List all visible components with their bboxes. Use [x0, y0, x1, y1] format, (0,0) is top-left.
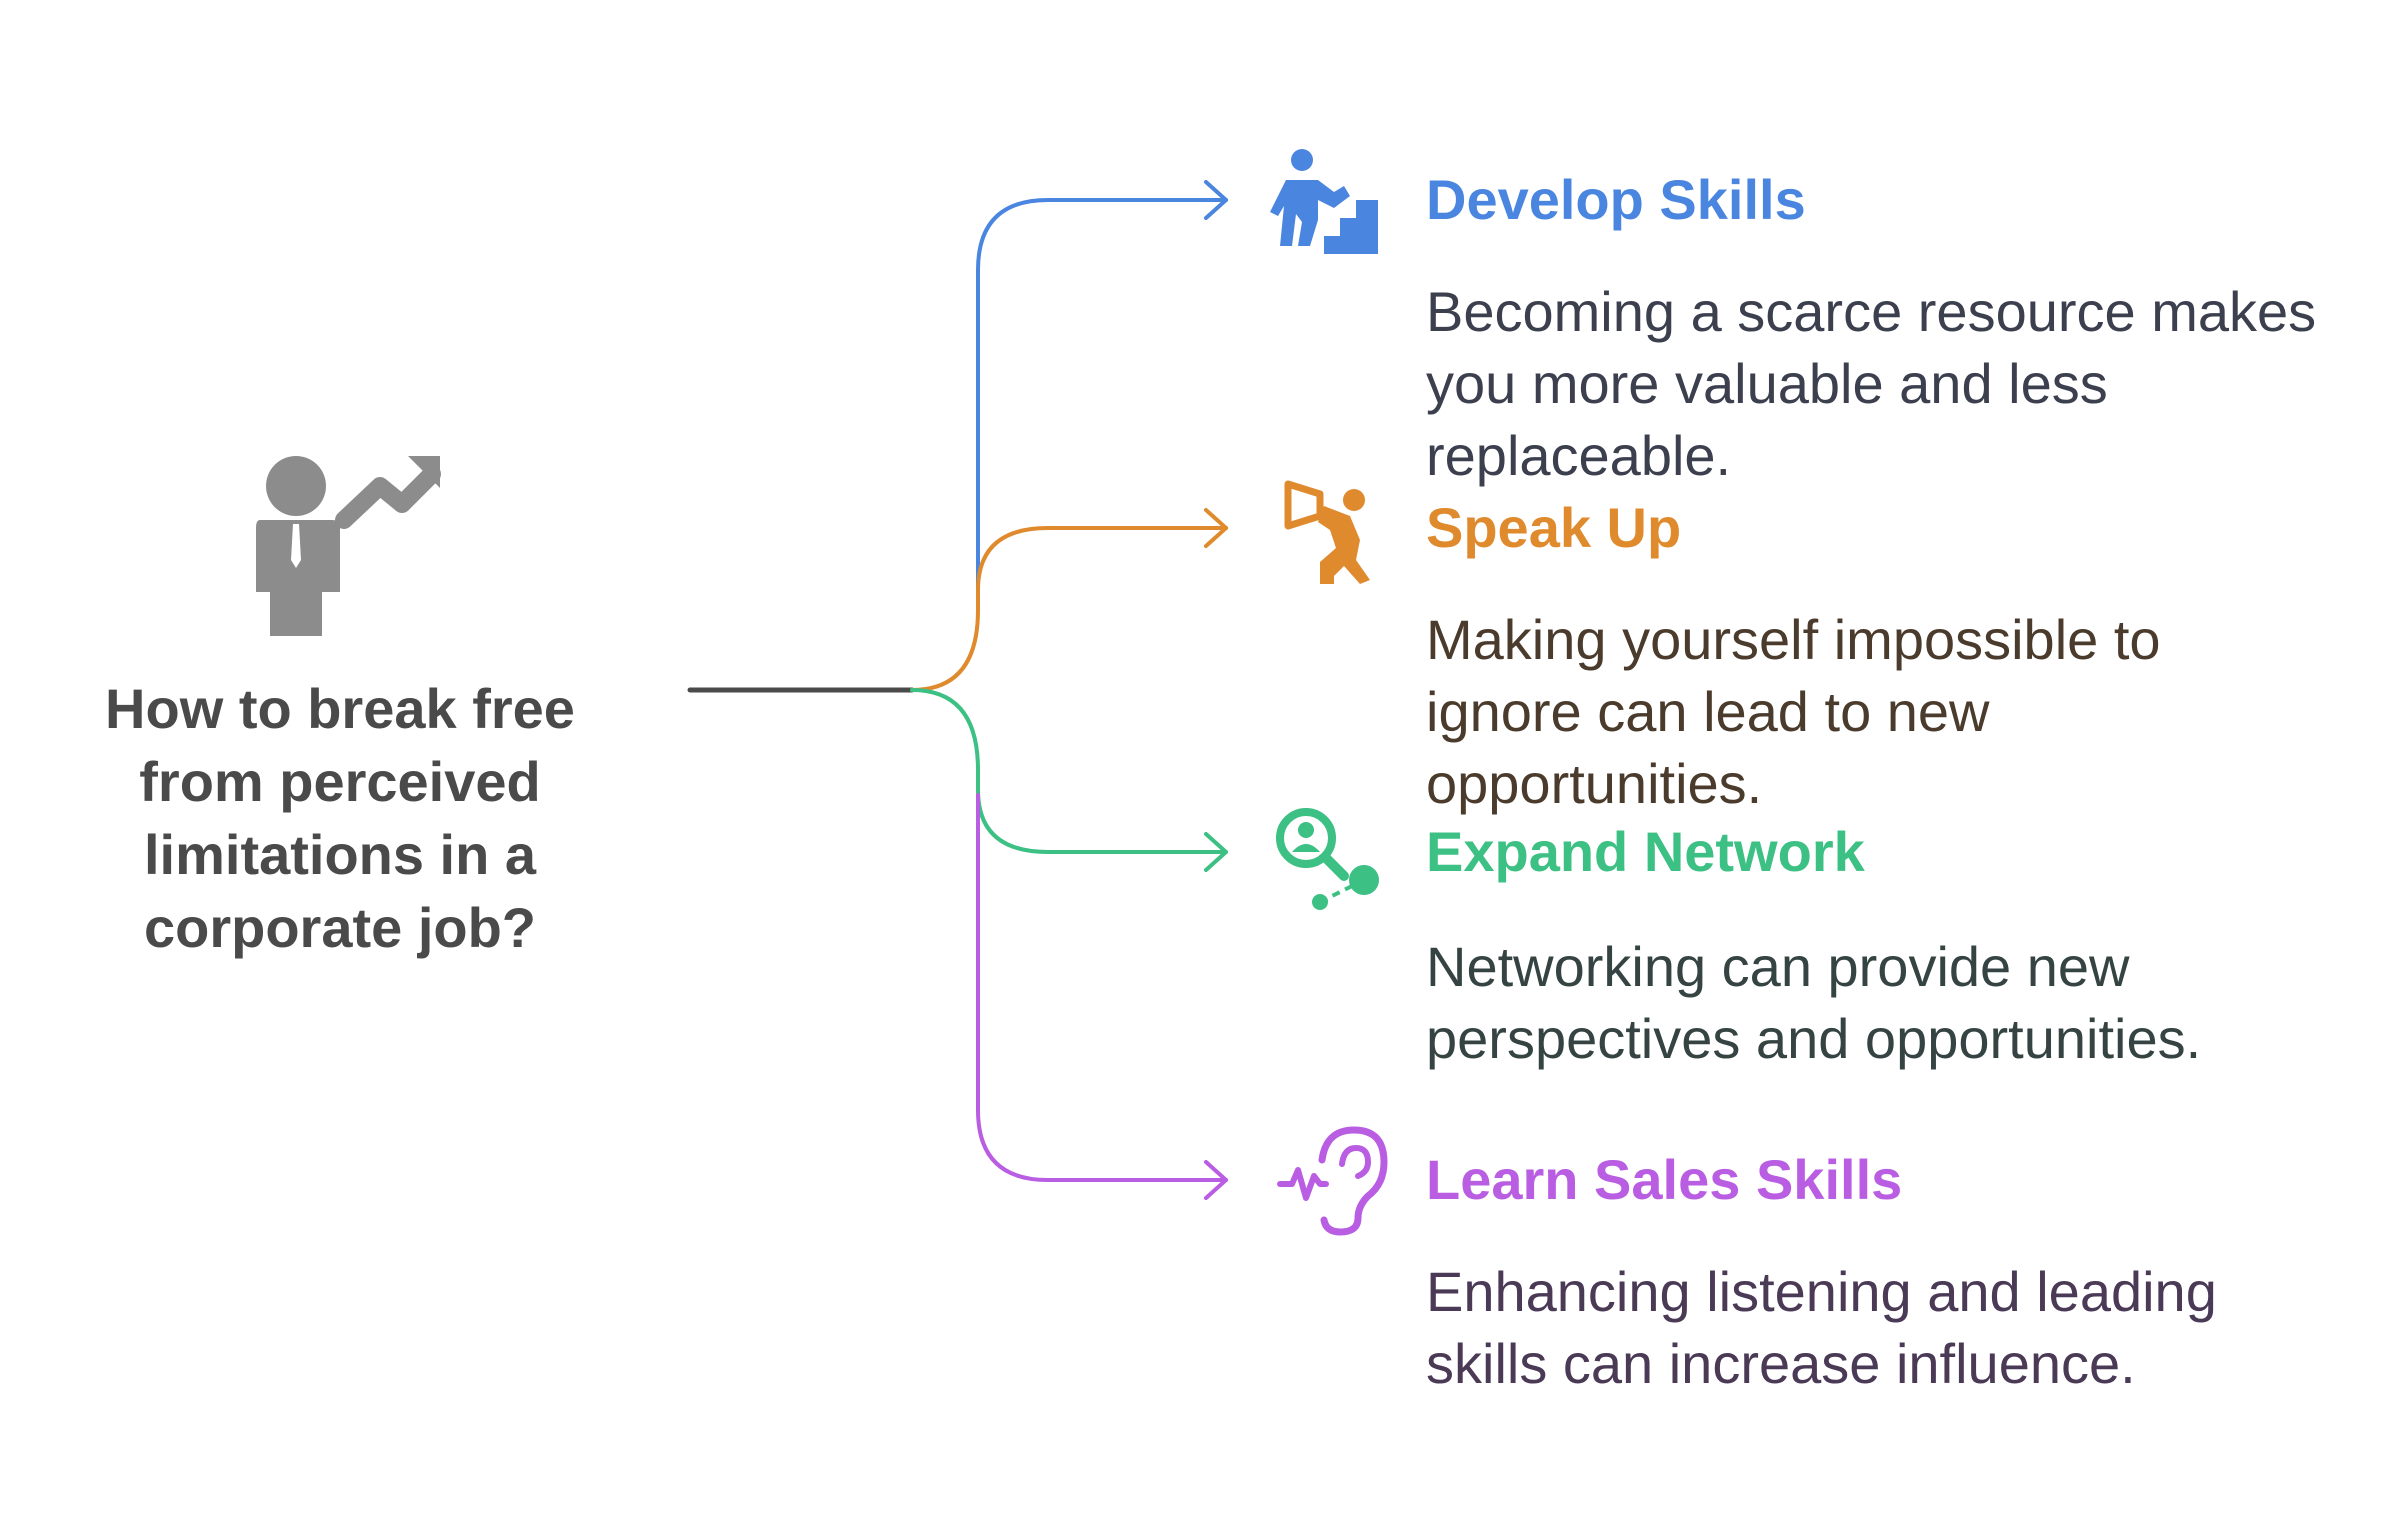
branch-title-learn-sales-skills: Learn Sales Skills: [1426, 1148, 1903, 1211]
connector-expand-network: [910, 688, 1228, 854]
arrowhead-expand-network: [1204, 832, 1228, 872]
connector-learn-sales-skills: [976, 793, 1228, 1182]
arrowhead-develop-skills: [1204, 180, 1228, 220]
root-question: How to break free from perceived limitat…: [105, 677, 575, 959]
branch-desc-develop-skills: Becoming a scarce resource makes you mor…: [1426, 280, 2317, 487]
branch-desc-learn-sales-skills: Enhancing listening and leading skills c…: [1426, 1260, 2217, 1395]
connector-speak-up: [910, 526, 1228, 692]
climbing-stairs-icon: [1270, 149, 1378, 254]
listening-ear-icon: [1277, 1126, 1388, 1236]
arrowhead-learn-sales-skills: [1204, 1160, 1228, 1200]
branch-title-develop-skills: Develop Skills: [1426, 168, 1806, 231]
businessman-growth-icon: [256, 456, 441, 636]
branch-title-speak-up: Speak Up: [1426, 496, 1682, 559]
branch-desc-expand-network: Networking can provide new perspectives …: [1426, 935, 2202, 1070]
branch-title-expand-network: Expand Network: [1426, 820, 1865, 883]
connector-develop-skills: [976, 198, 1228, 592]
arrowhead-speak-up: [1204, 508, 1228, 548]
branch-desc-speak-up: Making yourself impossible to ignore can…: [1426, 608, 2161, 815]
megaphone-person-icon: [1284, 480, 1370, 584]
network-person-icon: [1276, 808, 1379, 910]
